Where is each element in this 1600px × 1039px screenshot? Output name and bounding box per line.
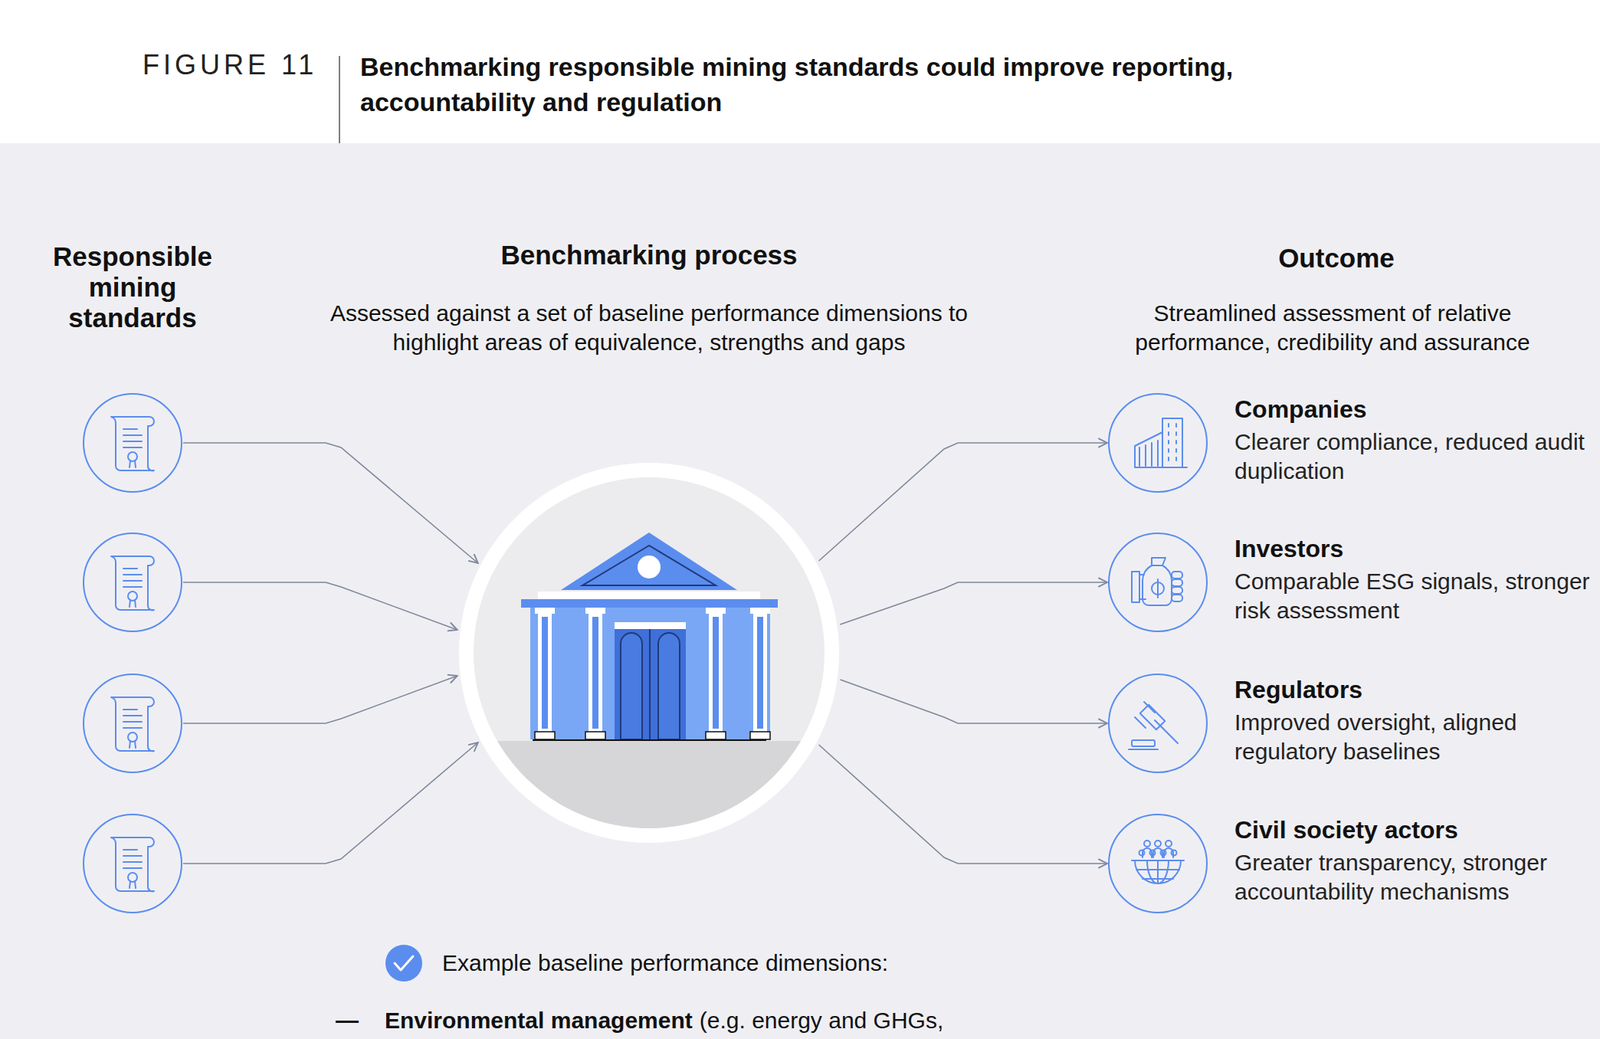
outcome-node: InvestorsComparable ESG signals, stronge…	[1108, 533, 1207, 632]
regulator-gavel-icon	[1128, 701, 1178, 750]
list-item-detail: (e.g. energy and GHGs,	[699, 1006, 945, 1036]
investor-hand-icon	[1131, 557, 1183, 606]
figure-title: Benchmarking responsible mining standard…	[360, 49, 1357, 120]
outcome-heading: Companies	[1234, 392, 1595, 427]
outcome-description: Clearer compliance, reduced audit duplic…	[1234, 427, 1595, 486]
outcome-text-group: InvestorsComparable ESG signals, stronge…	[1234, 531, 1595, 626]
outcome-text-group: Civil society actorsGreater transparency…	[1234, 813, 1595, 907]
outcome-description: Improved oversight, aligned regulatory b…	[1234, 708, 1595, 767]
outcome-node: RegulatorsImproved oversight, aligned re…	[1108, 674, 1207, 773]
flow-arrow	[840, 679, 1108, 724]
civil-society-icon	[1131, 840, 1184, 884]
institution-illustration	[459, 462, 843, 895]
list-item-heading: Environmental management	[384, 1006, 693, 1036]
column-heading: Outcome	[1098, 243, 1574, 273]
process-heading: Benchmarking process	[288, 240, 1010, 270]
outcome-heading: Investors	[1234, 531, 1595, 566]
process-description: Assessed against a set of baseline perfo…	[288, 298, 1010, 358]
header-band	[0, 0, 1600, 144]
flow-arrow	[183, 442, 479, 564]
list-dash: —	[335, 1006, 367, 1036]
outcome-node: Civil society actorsGreater transparency…	[1108, 814, 1207, 913]
outcome-text-group: CompaniesClearer compliance, reduced aud…	[1234, 392, 1595, 486]
flow-arrow	[183, 742, 479, 864]
flow-arrow	[819, 442, 1108, 561]
icon-circle	[1108, 393, 1207, 492]
column-description: Streamlined assessment of relative perfo…	[1095, 298, 1571, 358]
icon-set	[83, 393, 1207, 913]
check-badge	[385, 944, 423, 982]
outcome-text-group: RegulatorsImproved oversight, aligned re…	[1234, 672, 1595, 767]
flow-arrow	[839, 582, 1108, 625]
flow-arrow	[819, 744, 1108, 864]
icon-circle	[83, 814, 182, 913]
list-intro: Example baseline performance dimensions:	[442, 948, 1132, 978]
icon-circle	[1108, 533, 1207, 632]
icon-circle	[83, 533, 182, 632]
icon-circle	[83, 393, 182, 492]
flow-arrow	[183, 675, 458, 724]
flow-arrow	[183, 582, 458, 630]
icon-circle	[1108, 674, 1207, 773]
certificate-scroll-icon	[111, 837, 155, 892]
certificate-scroll-icon	[111, 697, 155, 751]
outcome-node: CompaniesClearer compliance, reduced aud…	[1108, 393, 1207, 492]
company-building-icon	[1134, 418, 1187, 468]
icon-circle	[1108, 814, 1207, 913]
figure-number: FIGURE 11	[142, 50, 335, 80]
outcome-heading: Regulators	[1234, 672, 1595, 707]
benchmarking-circle: Benchmarking processAssessed against a s…	[459, 462, 840, 843]
header-divider	[338, 55, 341, 144]
standards-column: Responsible mining standards	[32, 241, 233, 916]
column-heading: Responsible mining standards	[32, 241, 233, 334]
outcome-description: Comparable ESG signals, stronger risk as…	[1234, 567, 1595, 626]
certificate-scroll-icon	[111, 556, 155, 610]
certificate-scroll-icon	[111, 416, 155, 471]
icon-circle	[83, 674, 182, 773]
outcome-heading: Civil society actors	[1234, 813, 1595, 847]
outcome-description: Greater transparency, stronger accountab…	[1234, 848, 1595, 907]
